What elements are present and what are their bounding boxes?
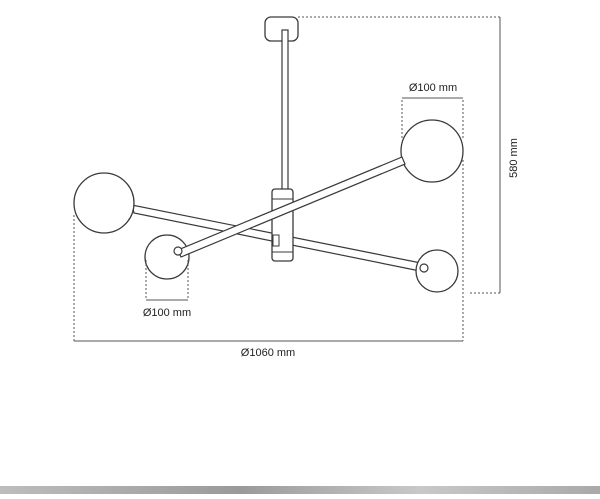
globe-top-right: [400, 119, 464, 183]
label-total-width: Ø1060 mm: [241, 347, 295, 359]
socket-bottom-left: [173, 246, 183, 256]
label-bottom-left-diameter: Ø100 mm: [143, 307, 191, 319]
globe-bottom-left: [144, 234, 190, 280]
suspension-rod: [281, 29, 289, 195]
central-body: [271, 188, 294, 262]
extension-lines: [73, 16, 500, 341]
globe-bottom-right: [415, 249, 459, 293]
socket-bottom-right: [419, 263, 429, 273]
label-top-right-diameter: Ø100 mm: [409, 82, 457, 94]
globe-left-large: [73, 172, 135, 234]
label-total-height: 580 mm: [508, 138, 520, 178]
arm-joint-cap: [272, 234, 280, 247]
bottom-edge-strip: [0, 486, 600, 494]
dimension-lines: [74, 17, 501, 342]
